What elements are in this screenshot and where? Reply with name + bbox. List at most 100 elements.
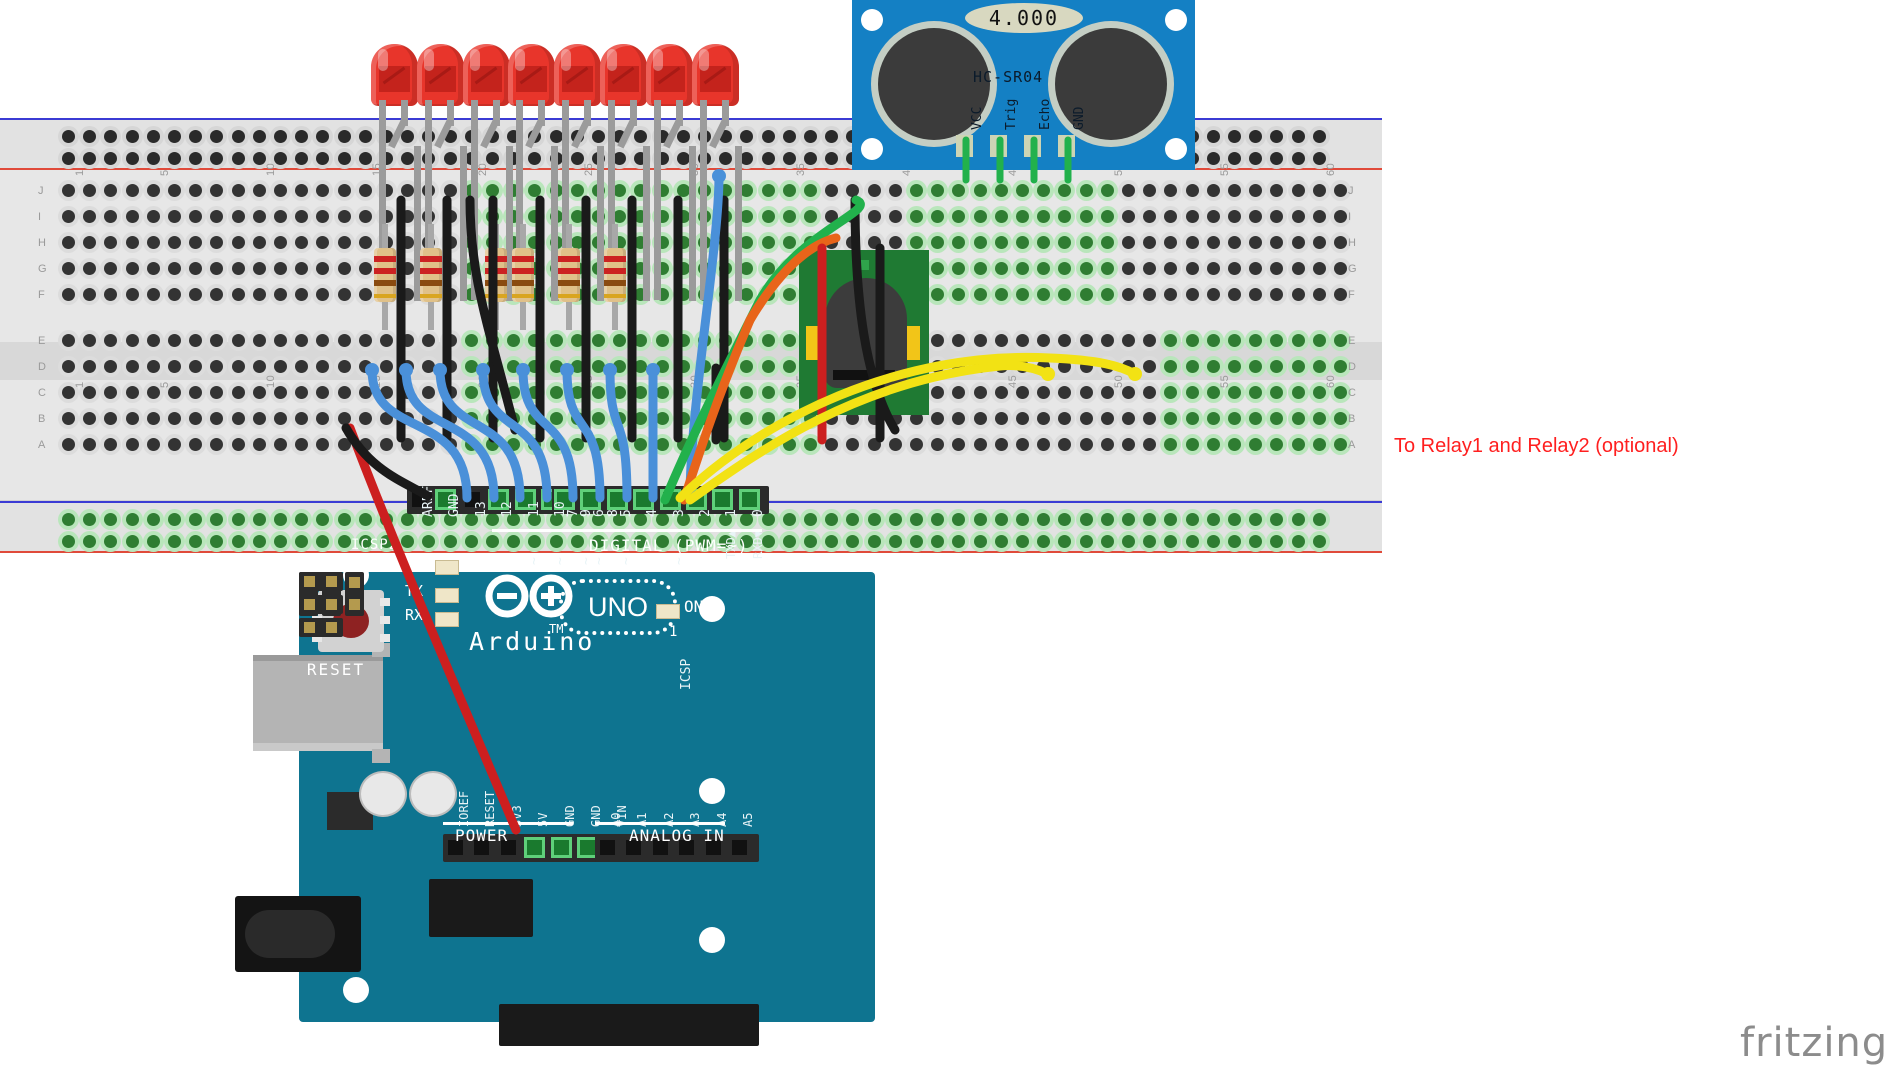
breadboard-hole[interactable] <box>994 334 1008 347</box>
breadboard-rail-hole[interactable] <box>486 535 499 548</box>
breadboard-rail-hole[interactable] <box>401 130 415 143</box>
breadboard-rail-hole[interactable] <box>1016 513 1029 526</box>
breadboard-hole[interactable] <box>295 210 309 223</box>
breadboard-hole[interactable] <box>189 210 203 223</box>
breadboard-hole[interactable] <box>1122 210 1135 223</box>
breadboard-hole[interactable] <box>1037 210 1051 223</box>
breadboard-hole[interactable] <box>337 210 351 223</box>
breadboard-hole[interactable] <box>1164 236 1178 249</box>
breadboard-rail-hole[interactable] <box>676 130 690 143</box>
breadboard-rail-hole[interactable] <box>486 152 499 165</box>
breadboard-hole[interactable] <box>655 334 669 347</box>
breadboard-rail-hole[interactable] <box>1249 130 1263 143</box>
breadboard-rail-hole[interactable] <box>570 535 584 548</box>
breadboard-hole[interactable] <box>422 334 436 347</box>
breadboard-hole[interactable] <box>1100 184 1114 197</box>
breadboard-hole[interactable] <box>401 184 415 197</box>
breadboard-hole[interactable] <box>337 236 351 249</box>
breadboard-hole[interactable] <box>62 334 75 347</box>
breadboard-hole[interactable] <box>973 360 987 373</box>
analog-pin-4[interactable] <box>705 840 721 855</box>
breadboard-hole[interactable] <box>931 334 945 347</box>
breadboard-hole[interactable] <box>761 438 775 451</box>
breadboard-rail-hole[interactable] <box>62 513 75 526</box>
breadboard-hole[interactable] <box>1122 334 1135 347</box>
breadboard-rail-hole[interactable] <box>910 513 923 526</box>
breadboard-hole[interactable] <box>1079 236 1093 249</box>
breadboard-hole[interactable] <box>994 262 1008 275</box>
analog-pin-3[interactable] <box>679 840 695 855</box>
breadboard-rail-hole[interactable] <box>1122 513 1135 526</box>
breadboard-hole[interactable] <box>1334 386 1347 399</box>
breadboard-hole[interactable] <box>1291 288 1305 301</box>
breadboard-hole[interactable] <box>62 262 75 275</box>
breadboard-hole[interactable] <box>761 184 775 197</box>
breadboard-hole[interactable] <box>1185 288 1199 301</box>
breadboard-hole[interactable] <box>252 412 266 425</box>
breadboard-rail-hole[interactable] <box>804 535 817 548</box>
breadboard-hole[interactable] <box>592 334 605 347</box>
breadboard-hole[interactable] <box>146 184 160 197</box>
breadboard-rail-hole[interactable] <box>592 130 605 143</box>
breadboard-hole[interactable] <box>1206 438 1220 451</box>
breadboard-hole[interactable] <box>104 236 118 249</box>
breadboard-hole[interactable] <box>358 360 372 373</box>
breadboard-hole[interactable] <box>570 360 584 373</box>
breadboard-hole[interactable] <box>168 412 181 425</box>
breadboard-hole[interactable] <box>104 412 118 425</box>
breadboard-hole[interactable] <box>1185 236 1199 249</box>
breadboard-hole[interactable] <box>231 360 245 373</box>
breadboard-hole[interactable] <box>486 360 499 373</box>
breadboard-hole[interactable] <box>634 412 648 425</box>
breadboard-hole[interactable] <box>168 184 181 197</box>
breadboard-rail-hole[interactable] <box>443 152 457 165</box>
breadboard-hole[interactable] <box>1143 386 1157 399</box>
breadboard-rail-hole[interactable] <box>825 535 839 548</box>
led[interactable] <box>462 44 510 112</box>
breadboard-hole[interactable] <box>295 438 309 451</box>
breadboard-hole[interactable] <box>337 184 351 197</box>
breadboard-rail-hole[interactable] <box>337 152 351 165</box>
breadboard-rail-hole[interactable] <box>1206 513 1220 526</box>
breadboard-hole[interactable] <box>83 360 97 373</box>
breadboard-hole[interactable] <box>210 262 224 275</box>
breadboard-hole[interactable] <box>676 386 690 399</box>
breadboard-hole[interactable] <box>210 184 224 197</box>
breadboard-hole[interactable] <box>994 412 1008 425</box>
breadboard-rail-hole[interactable] <box>1228 152 1241 165</box>
breadboard-rail-hole[interactable] <box>888 535 902 548</box>
breadboard-rail-hole[interactable] <box>1037 513 1051 526</box>
breadboard-hole[interactable] <box>698 334 711 347</box>
breadboard-rail-hole[interactable] <box>210 152 224 165</box>
breadboard-hole[interactable] <box>1016 288 1029 301</box>
breadboard-rail-hole[interactable] <box>1143 513 1157 526</box>
breadboard-hole[interactable] <box>1206 334 1220 347</box>
breadboard-hole[interactable] <box>210 334 224 347</box>
breadboard-rail-hole[interactable] <box>1206 152 1220 165</box>
breadboard-hole[interactable] <box>189 262 203 275</box>
power-pin-3[interactable] <box>527 840 543 855</box>
breadboard-rail-hole[interactable] <box>1164 535 1178 548</box>
breadboard-rail-hole[interactable] <box>83 535 97 548</box>
breadboard-hole[interactable] <box>252 210 266 223</box>
breadboard-rail-hole[interactable] <box>1058 513 1072 526</box>
breadboard-hole[interactable] <box>1270 412 1284 425</box>
breadboard-hole[interactable] <box>655 438 669 451</box>
breadboard-rail-hole[interactable] <box>274 130 287 143</box>
breadboard-hole[interactable] <box>1122 288 1135 301</box>
breadboard-hole[interactable] <box>973 184 987 197</box>
breadboard-hole[interactable] <box>210 386 224 399</box>
breadboard-hole[interactable] <box>994 360 1008 373</box>
breadboard-hole[interactable] <box>1228 236 1241 249</box>
breadboard-rail-hole[interactable] <box>634 513 648 526</box>
breadboard-hole[interactable] <box>1079 438 1093 451</box>
breadboard-hole[interactable] <box>316 386 330 399</box>
breadboard-hole[interactable] <box>1037 184 1051 197</box>
breadboard-rail-hole[interactable] <box>168 513 181 526</box>
breadboard-hole[interactable] <box>931 210 945 223</box>
breadboard-rail-hole[interactable] <box>613 535 627 548</box>
analog-pin-2[interactable] <box>652 840 668 855</box>
breadboard-rail-hole[interactable] <box>655 513 669 526</box>
breadboard-rail-hole[interactable] <box>231 130 245 143</box>
led[interactable] <box>371 44 418 112</box>
